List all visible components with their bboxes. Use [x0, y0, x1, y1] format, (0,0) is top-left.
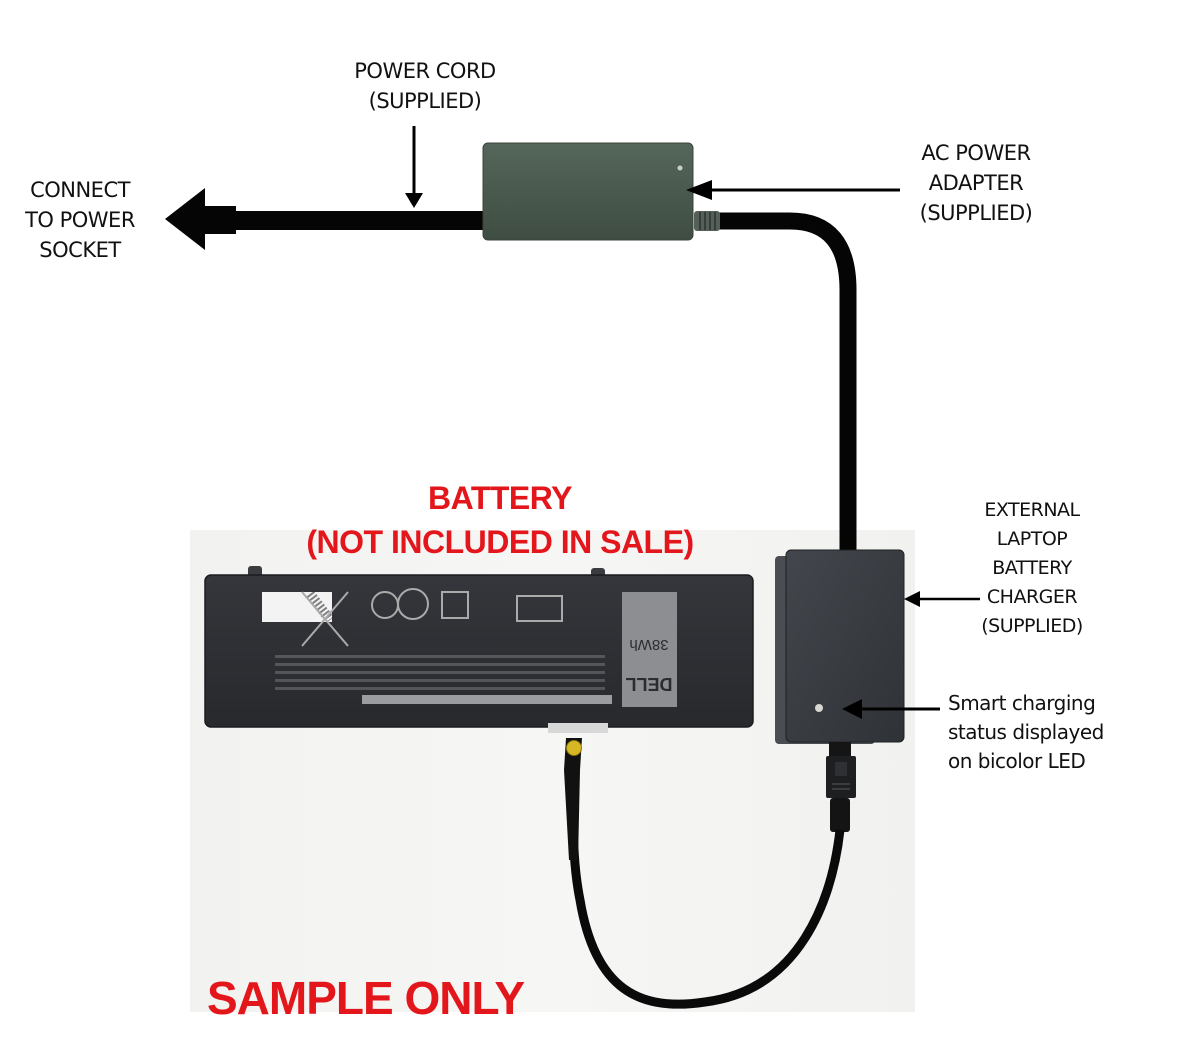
led-note-label: Smart charging status displayed on bicol…	[948, 689, 1148, 776]
led-note-label-line: on bicolor LED	[948, 749, 1086, 773]
connect-socket-label-line: SOCKET	[39, 238, 121, 262]
charging-cable	[568, 799, 845, 1009]
warning-strip	[362, 695, 612, 704]
power-cord-label-line: (SUPPLIED)	[368, 89, 482, 113]
connect-socket-label-line: TO POWER	[25, 208, 135, 232]
external-battery-charger	[775, 549, 905, 744]
bicolor-led	[815, 704, 823, 712]
power-cord-label-line: POWER CORD	[354, 59, 496, 83]
sample-only-watermark: SAMPLE ONLY	[207, 972, 525, 1024]
adapter-led	[677, 165, 683, 171]
charger-pointer-arrow	[904, 591, 980, 607]
ac-adapter-label: AC POWER ADAPTER (SUPPLIED)	[896, 138, 1056, 228]
led-note-label-line: Smart charging	[948, 691, 1096, 715]
power-cord-label: POWER CORD (SUPPLIED)	[330, 56, 520, 116]
power-cord-pointer-arrow	[405, 126, 423, 208]
ac-adapter-label-line: (SUPPLIED)	[919, 201, 1033, 225]
battery-pack: DELL 38Wh	[204, 566, 754, 733]
ac-power-adapter	[482, 142, 694, 241]
power-cord	[165, 188, 490, 250]
fine-print	[275, 655, 605, 690]
external-charger-label-line: EXTERNAL	[984, 499, 1080, 521]
dc-cable-adapter-to-charger	[705, 212, 857, 550]
battery-capacity: 38Wh	[629, 636, 668, 653]
charger-output-connector	[826, 742, 856, 832]
external-charger-label: EXTERNAL LAPTOP BATTERY CHARGER (SUPPLIE…	[962, 496, 1102, 641]
battery-title-line: BATTERY	[427, 480, 573, 516]
external-charger-label-line: BATTERY	[992, 557, 1072, 579]
recycle-icons	[301, 588, 563, 647]
connect-socket-label: CONNECT TO POWER SOCKET	[10, 175, 150, 265]
external-charger-label-line: CHARGER	[986, 586, 1078, 608]
adapter-strain-relief	[694, 211, 720, 231]
led-note-label-line: status displayed	[948, 720, 1104, 744]
ac-adapter-label-line: ADAPTER	[928, 171, 1024, 195]
battery-connector-port	[548, 723, 608, 733]
battery-connector-lead	[564, 738, 582, 860]
battery-title-line: (NOT INCLUDED IN SALE)	[306, 524, 694, 560]
external-charger-label-line: LAPTOP	[996, 528, 1068, 550]
socket-arrow-head	[165, 188, 205, 250]
ac-adapter-pointer-arrow	[686, 180, 900, 200]
external-charger-label-line: (SUPPLIED)	[981, 615, 1083, 637]
dell-label	[622, 592, 677, 707]
led-pointer-arrow	[842, 699, 940, 719]
connector-tab	[566, 740, 582, 756]
battery-brand: DELL	[626, 674, 673, 694]
battery-title: BATTERY (NOT INCLUDED IN SALE)	[230, 476, 770, 564]
connect-socket-label-line: CONNECT	[30, 178, 130, 202]
ac-adapter-label-line: AC POWER	[921, 141, 1031, 165]
